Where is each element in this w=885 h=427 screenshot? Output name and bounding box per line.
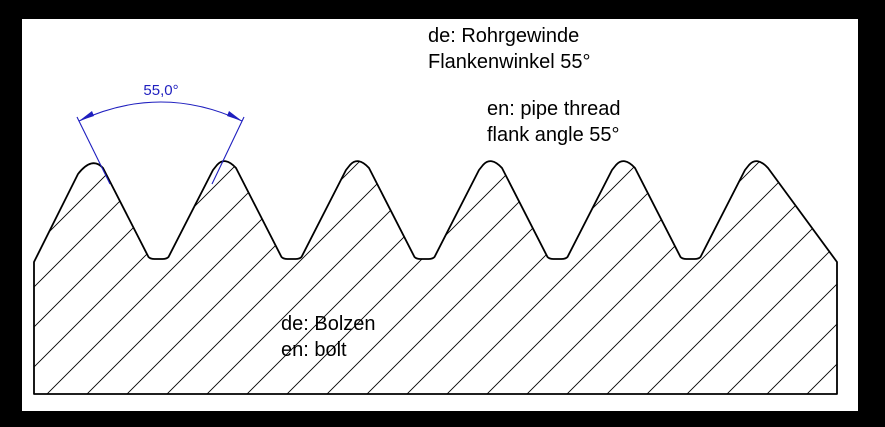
label-de-flank-angle: Flankenwinkel 55° (428, 51, 591, 73)
hatch-line (301, 161, 703, 394)
hatch-line (181, 161, 583, 394)
dimension-arrow-left (79, 111, 94, 121)
hatch-line (261, 161, 663, 394)
hatch-line (621, 161, 837, 394)
hatch-line (141, 161, 543, 394)
hatch-line (341, 161, 743, 394)
hatch-line (34, 161, 223, 394)
label-de-thread-name: de: Rohrgewinde (428, 25, 580, 47)
flank-angle-dimension: 55,0° (76, 82, 245, 185)
hatch-line (821, 161, 837, 394)
hatch-line (541, 161, 837, 394)
hatch-line (781, 161, 837, 394)
hatch-line (34, 161, 63, 394)
dimension-arc (78, 101, 243, 122)
hatch-line (34, 161, 303, 394)
hatch-line (34, 161, 183, 394)
hatch-line (34, 161, 143, 394)
hatch-line (61, 161, 463, 394)
bolt-thread-outline (33, 160, 838, 395)
hatch-line (661, 161, 837, 394)
hatch-line (741, 161, 837, 394)
hatch-line (34, 161, 263, 394)
hatch-line (701, 161, 837, 394)
thread-profile-diagram: 55,0° (33, 82, 838, 395)
section-hatching (34, 161, 837, 394)
dimension-angle-value: 55,0° (143, 82, 178, 99)
hatch-line (581, 161, 837, 394)
hatch-line (421, 161, 823, 394)
label-en-thread-name: en: pipe thread (487, 98, 621, 120)
label-en-flank-angle: flank angle 55° (487, 124, 620, 146)
hatch-line (501, 161, 837, 394)
dimension-extension-line-right (211, 116, 245, 185)
dimension-arrow-right (227, 111, 242, 121)
hatch-line (34, 161, 423, 394)
label-de-part: de: Bolzen (281, 313, 376, 335)
drawing-sheet: 55,0° de: Rohrgewinde Flankenwinkel 55° … (22, 19, 858, 411)
label-en-part: en: bolt (281, 339, 347, 361)
dimension-extension-line-left (76, 116, 111, 185)
